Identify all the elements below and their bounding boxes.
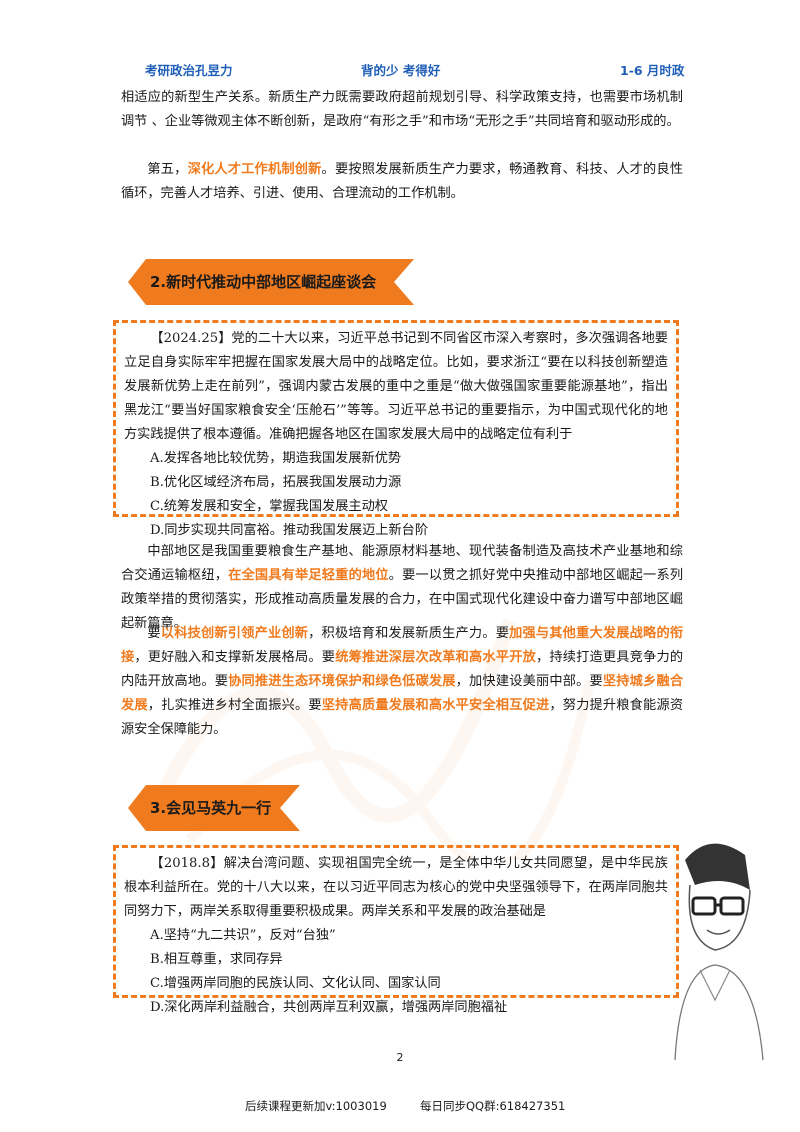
tasks-text-7: ，努力提升粮食能源资源安全保障能力。 [121,698,684,737]
p2-highlight: 深化人才工作机制创新 [187,162,322,177]
question-box-2018: 【2018.8】解决台湾问题、实现祖国完全统一，是全体中华儿女共同愿望，是中华民… [113,845,679,1015]
option-d: D.同步实现共同富裕。推动我国发展迈上新台阶 [150,523,429,538]
tasks-text-5: ，加快建设美丽中部。要 [455,674,603,689]
section-3-title: 3.会见马英九一行 [150,799,272,817]
question-stem: 【2018.8】解决台湾问题、实现祖国完全统一，是全体中华儿女共同愿望，是中华民… [124,856,668,919]
body1-text-a: 中部地区是我国重要粮食生产基地、能源原材料基地、现代装备制造及高技术产业基地和综… [121,544,683,583]
central-region-tasks-paragraph: 要以科技创新引领产业创新，积极培育和发展新质生产力。要加强与其他重大发展战略的衔… [121,622,683,742]
footer-contact-qq: 每日同步QQ群:618427351 [420,1099,566,1113]
header-slogan: 背的少 考得好 [361,63,441,78]
tasks-highlight-4: 协同推进生态环境保护和绿色低碳发展 [228,674,456,689]
tasks-text-6: ，扎实推进乡村全面振兴。要 [147,698,322,713]
header-author: 考研政治孔昱力 [145,63,233,78]
tasks-text-2: ，积极培育和发展新质生产力。要 [308,626,510,641]
intro-paragraph-1: 相适应的新型生产关系。新质生产力既需要政府超前规划引导、科学政策支持，也需要市场… [121,90,683,129]
option-d: D.深化两岸利益融合，共创两岸互利双赢，增强两岸同胞福祉 [150,1000,508,1015]
banner-ribbon-icon [128,785,300,831]
footer-contact-wechat: 后续课程更新加v:1003019 [245,1099,387,1113]
central-region-paragraph: 中部地区是我国重要粮食生产基地、能源原材料基地、现代装备制造及高技术产业基地和综… [121,540,683,636]
p2-rest: 。要按照发展新质生产力要求，畅通教育、科技、人才的良性循环，完善人才培养、引进、… [121,162,684,201]
page-number: 2 [396,1051,404,1064]
question-stem: 【2024.25】党的二十大以来，习近平总书记到不同省区市深入考察时，多次强调各… [124,331,668,442]
option-a: A.坚持“九二共识”，反对“台独” [150,928,336,943]
tasks-text-1: 要 [147,626,161,641]
tasks-highlight-2: 加强与其他重大发展战略的衔接 [121,626,684,665]
tasks-highlight-3: 统筹推进深层次改革和高水平开放 [335,650,536,665]
tasks-text-4: ，持续打造更具竞争力的内陆开放高地。要 [121,650,684,689]
page-footer: 后续课程更新加v:1003019 每日同步QQ群:618427351 [0,1098,800,1116]
tasks-highlight-1: 以科技创新引领产业创新 [160,626,309,641]
option-c: C.增强两岸同胞的民族认同、文化认同、国家认同 [150,976,441,991]
cartoon-avatar-icon [674,843,764,1060]
tasks-highlight-6: 坚持高质量发展和高水平安全相互促进 [321,698,550,713]
option-c: C.统筹发展和安全，掌握我国发展主动权 [150,499,388,514]
question-box-2024: 【2024.25】党的二十大以来，习近平总书记到不同省区市深入考察时，多次强调各… [113,320,679,538]
intro-paragraph-2: 第五，深化人才工作机制创新。要按照发展新质生产力要求，畅通教育、科技、人才的良性… [121,158,683,206]
page-header: 考研政治孔昱力 背的少 考得好 1-6 月时政 [0,60,800,84]
banner-ribbon-icon [128,259,414,305]
p2-prefix: 第五， [147,162,188,177]
option-b: B.优化区域经济布局，拓展我国发展动力源 [150,475,402,490]
option-b: B.相互尊重，求同存异 [150,952,283,967]
option-a: A.发挥各地比较优势，期造我国发展新优势 [150,451,402,466]
section-2-title: 2.新时代推动中部地区崛起座谈会 [150,273,377,291]
tasks-text-3: ，更好融入和支撑新发展格局。要 [134,650,336,665]
body1-highlight: 在全国具有举足轻重的地位 [228,568,389,583]
header-section: 1-6 月时政 [620,63,685,78]
tasks-highlight-5: 坚持城乡融合发展 [121,674,684,713]
body1-text-b: 。要一以贯之抓好党中央推动中部地区崛起一系列政策举措的贯彻落实，形成推动高质量发… [121,568,684,631]
